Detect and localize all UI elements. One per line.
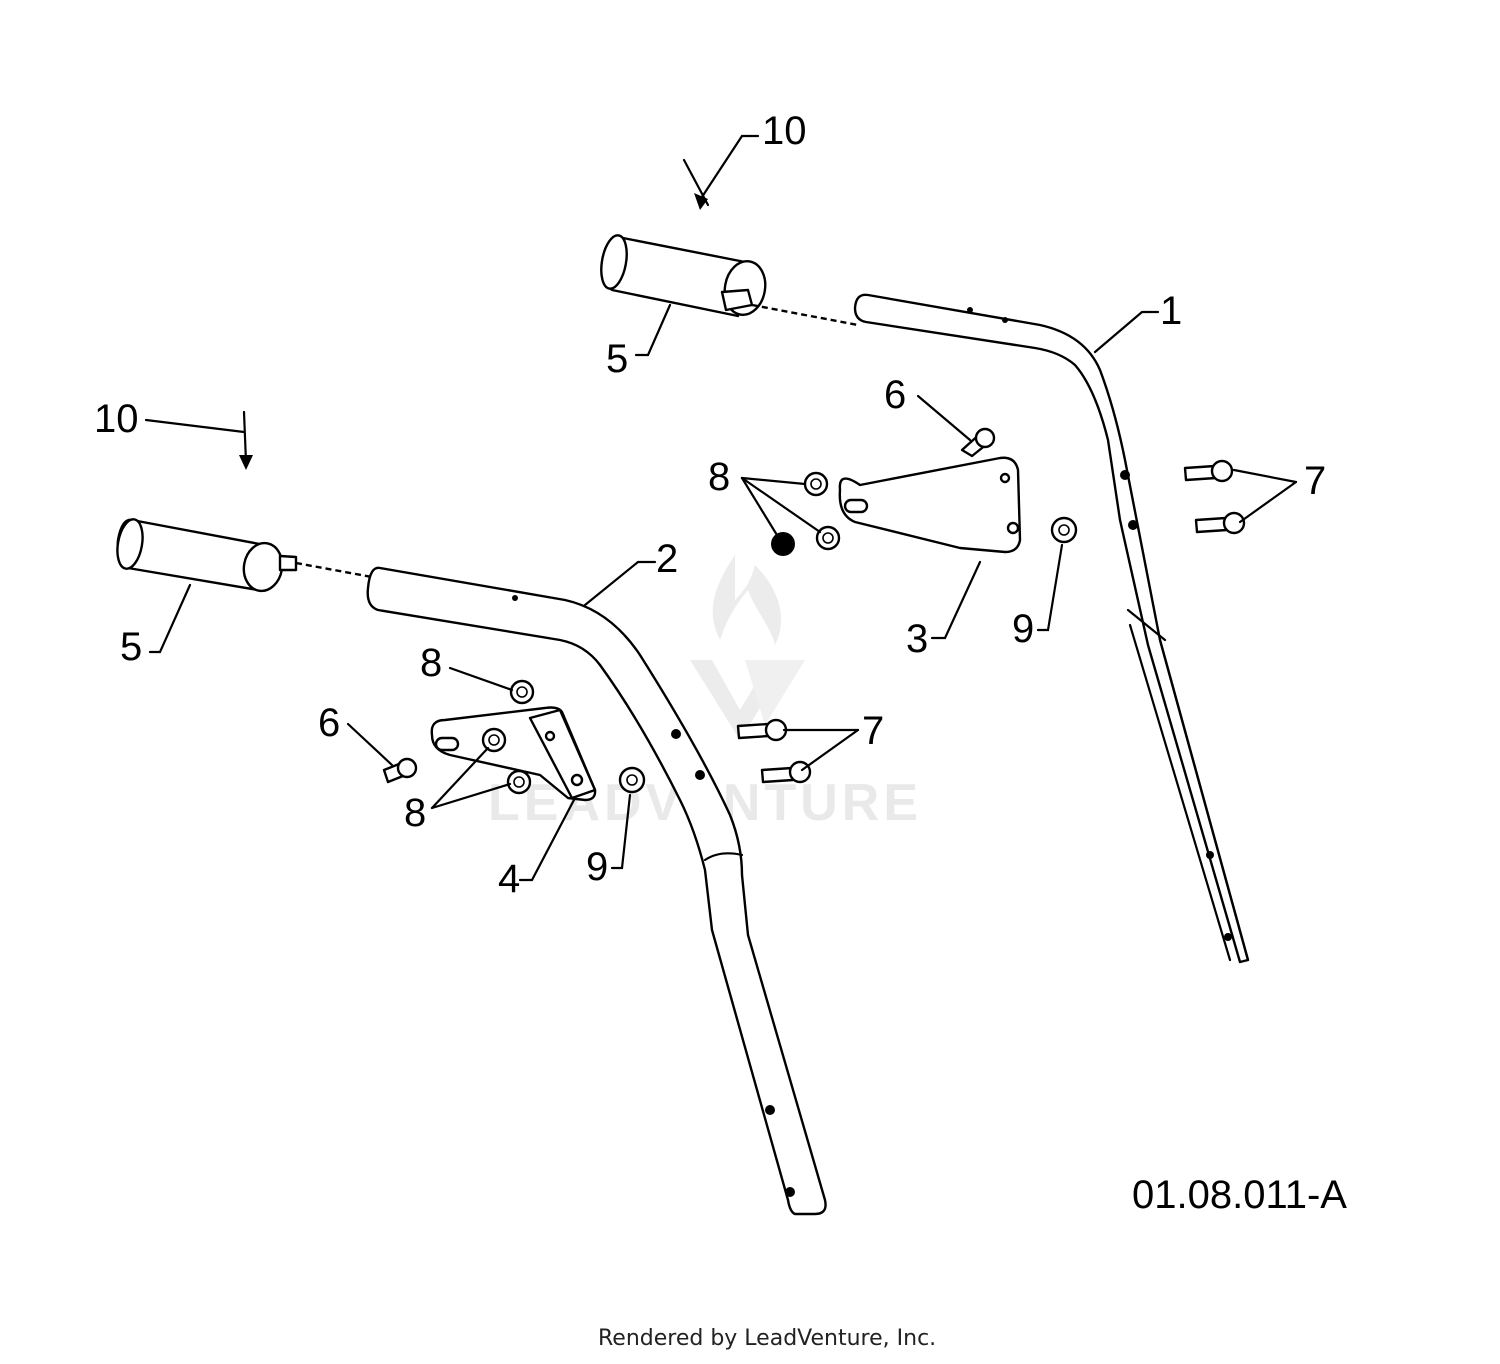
- render-credit: Rendered by LeadVenture, Inc.: [598, 1326, 936, 1351]
- callout-7-right: 7: [1304, 459, 1326, 503]
- callout-6-left: 6: [318, 701, 340, 745]
- nuts-part-8-right: [771, 471, 841, 556]
- washer-part-9-right: [1050, 516, 1078, 544]
- callout-4: 4: [498, 857, 520, 901]
- upper-handle-part-1: [853, 293, 1250, 964]
- callout-3: 3: [906, 617, 928, 661]
- bracket-part-3: [838, 456, 1022, 554]
- callout-10-lower: 10: [94, 397, 139, 441]
- callout-2: 2: [656, 537, 678, 581]
- callout-8-right: 8: [708, 455, 730, 499]
- bolts-part-7-right: [1183, 459, 1246, 535]
- diagram-code: 01.08.011-A: [1132, 1173, 1347, 1217]
- arrow-10-upper: [682, 134, 760, 210]
- bolt-part-6-right: [960, 427, 996, 458]
- upper-grip-part-5: [600, 234, 859, 327]
- lower-handle-part-2: [366, 566, 827, 1216]
- callout-10-upper: 10: [762, 109, 807, 153]
- lower-grip-part-5: [116, 518, 373, 593]
- callout-9-right: 9: [1012, 607, 1034, 651]
- callout-8-left-bottom: 8: [404, 791, 426, 835]
- callout-labels: 1 2 3 4 5 5 6 6 7 7 8 8 8 9 9 10 10: [94, 109, 1326, 901]
- bracket-part-4: [430, 706, 597, 802]
- callout-8-left-top: 8: [420, 641, 442, 685]
- washer-part-9-left: [618, 766, 646, 794]
- callout-1: 1: [1160, 289, 1182, 333]
- callout-9-left: 9: [586, 845, 608, 889]
- callout-6-right: 6: [884, 373, 906, 417]
- callout-5-lower: 5: [120, 625, 142, 669]
- bolt-part-6-left: [382, 757, 418, 784]
- arrow-10-lower: [144, 410, 253, 470]
- leader-lines: [148, 303, 1298, 882]
- nuts-part-8-left: [481, 679, 535, 795]
- callout-7-left: 7: [862, 709, 884, 753]
- callout-5-upper: 5: [606, 337, 628, 381]
